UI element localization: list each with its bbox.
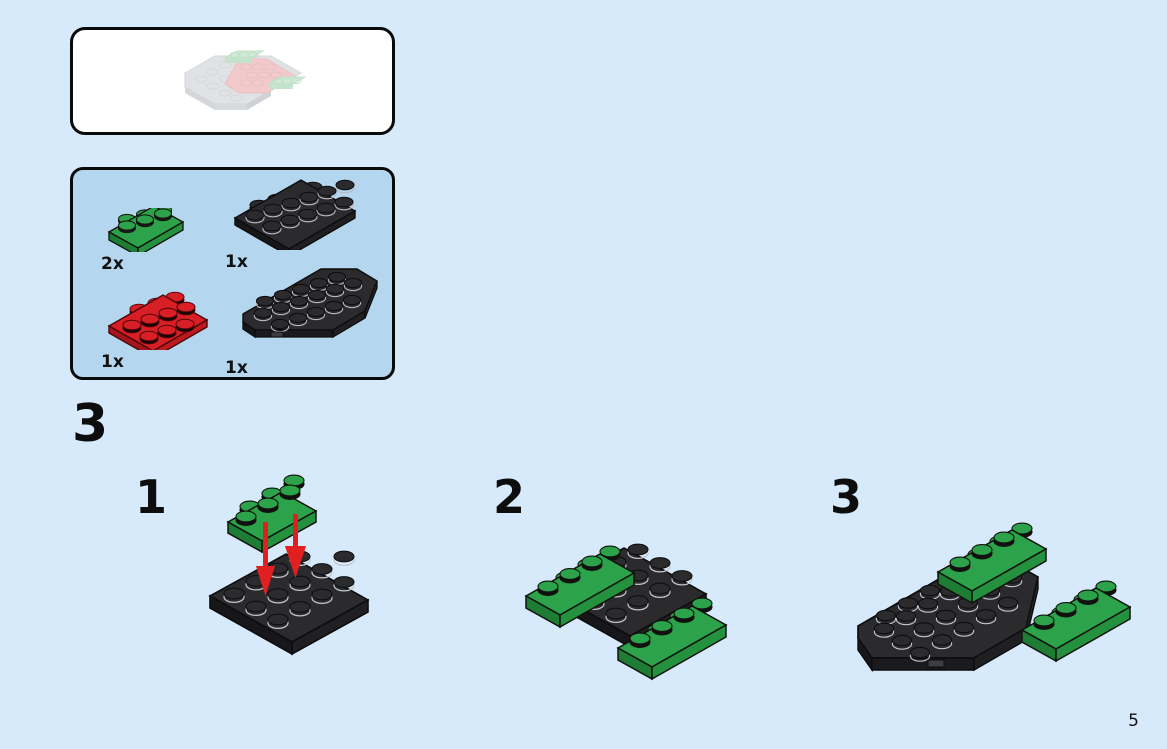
- part-count-label: 1x: [225, 252, 248, 272]
- substep-3-illustration: [850, 520, 1150, 725]
- step-number: 3: [72, 394, 109, 454]
- part-count-label: 2x: [101, 254, 124, 274]
- green-plate-piece-left: [524, 545, 636, 629]
- substep-2: 2: [488, 470, 768, 700]
- part-art-black-wedge-plate: [225, 266, 385, 356]
- preview-assembly-icon: [184, 50, 307, 110]
- substep-3: 3: [825, 470, 1145, 720]
- substep-2-illustration: [508, 532, 758, 697]
- part-item-black-plate-2x6: 1x: [225, 178, 365, 272]
- part-item-green-plate-1x3: 2x: [101, 208, 191, 274]
- part-art-green-plate-1x3: [101, 208, 191, 252]
- substep-1-illustration: [180, 470, 430, 700]
- page-number: 5: [1128, 711, 1139, 731]
- green-plate-piece-right: [616, 597, 728, 681]
- part-item-red-plate-2x4: 1x: [101, 288, 216, 372]
- part-count-label: 1x: [101, 352, 124, 372]
- substep-3-number: 3: [830, 470, 863, 524]
- part-art-red-plate-2x4: [101, 288, 216, 350]
- green-plate-piece-lower: [1020, 580, 1132, 663]
- part-art-black-plate-2x6: [225, 178, 365, 250]
- substep-1-number: 1: [135, 470, 168, 524]
- black-plate-piece: [208, 550, 370, 656]
- substep-2-number: 2: [493, 470, 526, 524]
- part-item-black-wedge-plate: 1x: [225, 266, 385, 378]
- assembly-arrow-1: [256, 522, 275, 596]
- step-preview-box: [70, 27, 395, 135]
- part-count-label: 1x: [225, 358, 248, 378]
- substep-1: 1: [130, 470, 430, 700]
- green-plate-piece-upper: [936, 522, 1048, 605]
- assembly-arrow-2: [285, 514, 306, 578]
- parts-inventory-box: 2x: [70, 167, 395, 380]
- green-plate-piece: [226, 474, 318, 554]
